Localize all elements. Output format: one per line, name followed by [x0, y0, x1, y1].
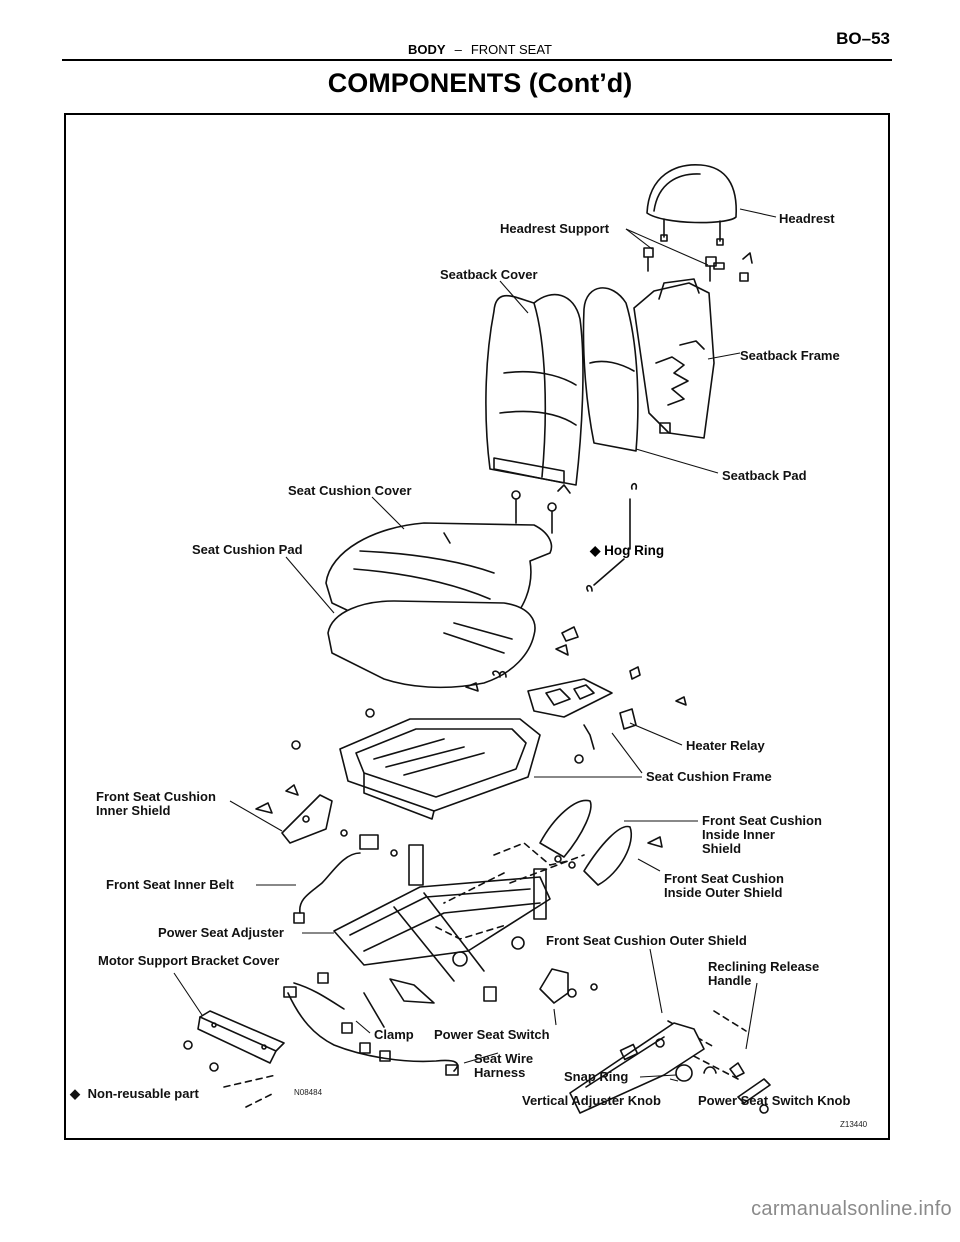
seat-cushion-pad-drawing [327, 600, 536, 689]
label-seat-cushion-frame: Seat Cushion Frame [646, 769, 772, 784]
label-reclining-release-2: Handle [708, 973, 751, 988]
label-hog-ring: ◆ Hog Ring [589, 543, 664, 558]
label-power-seat-switch-knob: Power Seat Switch Knob [698, 1093, 850, 1108]
label-inside-outer-shield-2: Inside Outer Shield [664, 885, 783, 900]
cushion-fasteners-drawing [465, 626, 687, 706]
inside-shields-drawing [539, 799, 663, 886]
label-inside-outer-shield-1: Front Seat Cushion [664, 871, 784, 886]
label-hog-ring-text: Hog Ring [604, 543, 664, 558]
label-inner-shield-2: Inner Shield [96, 803, 170, 818]
legend-non-reusable: ◆ Non-reusable part [69, 1086, 200, 1101]
label-snap-ring: Snap Ring [564, 1069, 628, 1084]
label-heater-relay: Heater Relay [686, 738, 766, 753]
label-vertical-adjuster-knob: Vertical Adjuster Knob [522, 1093, 661, 1108]
page-title: COMPONENTS (Cont’d) [327, 68, 633, 98]
seat-wire-harness-drawing [283, 972, 459, 1076]
watermark-text: carmanualsonline.info [751, 1198, 952, 1220]
label-seat-wire-harness-1: Seat Wire [474, 1051, 533, 1066]
motor-support-bracket-cover-drawing [183, 1010, 285, 1072]
figure-frame [64, 113, 890, 1140]
label-headrest: Headrest [779, 211, 835, 226]
outer-shield-drawing [569, 1022, 705, 1114]
label-reclining-release-1: Reclining Release [708, 959, 819, 974]
label-seat-cushion-cover: Seat Cushion Cover [288, 483, 412, 498]
headrest-drawing [646, 164, 737, 246]
header-separator: – [454, 42, 462, 57]
label-headrest-support: Headrest Support [500, 221, 610, 236]
seat-cushion-frame-drawing [291, 708, 541, 820]
heater-relay-drawing [527, 678, 637, 764]
running-header: BODY–FRONT SEAT [0, 42, 960, 57]
label-seatback-pad: Seatback Pad [722, 468, 807, 483]
header-subsection: FRONT SEAT [470, 42, 552, 57]
headrest-support-drawing [643, 247, 753, 282]
inner-shield-drawing [255, 784, 333, 844]
power-seat-adjuster-drawing [333, 844, 551, 1004]
label-power-seat-switch: Power Seat Switch [434, 1027, 550, 1042]
label-inside-inner-shield-2: Inside Inner [702, 827, 775, 842]
knobs-drawing [675, 1062, 771, 1114]
label-seat-cushion-pad: Seat Cushion Pad [192, 542, 303, 557]
seat-components-diagram: Headrest Headrest Support Seatback Cover… [69, 164, 868, 1129]
label-inner-shield-1: Front Seat Cushion [96, 789, 216, 804]
leader-lines [173, 208, 777, 1082]
power-seat-switch-drawing [483, 968, 598, 1004]
label-seatback-frame: Seatback Frame [740, 348, 840, 363]
label-clamp: Clamp [374, 1027, 414, 1042]
seatback-cover-drawing [485, 293, 584, 486]
page-number: BO–53 [836, 29, 890, 48]
legend-non-reusable-text: Non-reusable part [88, 1086, 200, 1101]
label-power-seat-adjuster: Power Seat Adjuster [158, 925, 284, 940]
label-seatback-cover: Seatback Cover [440, 267, 538, 282]
label-inside-inner-shield-3: Shield [702, 841, 741, 856]
figure-code-n08484: N08484 [294, 1088, 323, 1097]
hog-ring-drawing [586, 482, 638, 592]
header-section: BODY [408, 42, 446, 57]
label-outer-shield: Front Seat Cushion Outer Shield [546, 933, 747, 948]
label-inner-belt: Front Seat Inner Belt [106, 877, 235, 892]
seatback-bolts-drawing [511, 484, 571, 534]
label-inside-inner-shield-1: Front Seat Cushion [702, 813, 822, 828]
figure-code-z13440: Z13440 [840, 1120, 868, 1129]
label-seat-wire-harness-2: Harness [474, 1065, 525, 1080]
seatback-frame-drawing [633, 278, 715, 439]
header-rule [62, 59, 892, 61]
seatback-pad-drawing [582, 287, 639, 452]
assembly-guide-lines [223, 842, 747, 1108]
label-motor-support-bracket-cover: Motor Support Bracket Cover [98, 953, 279, 968]
watermark: carmanualsonline.info [0, 1198, 960, 1221]
inner-belt-drawing [293, 829, 398, 924]
